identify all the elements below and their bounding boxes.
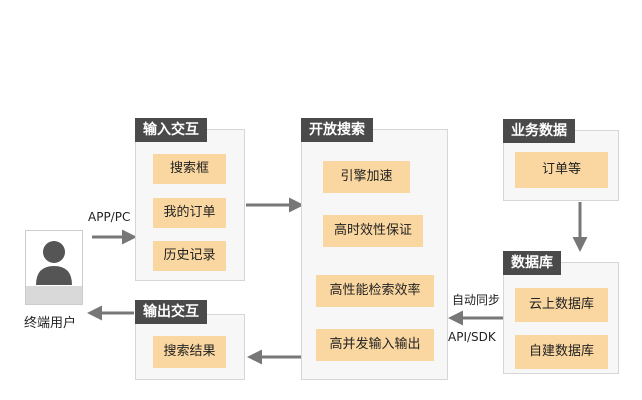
retrieval-efficiency-item: 高性能检索效率 [316,275,434,307]
input-interaction-group: 搜索框 我的订单 历史记录 [135,129,245,281]
orders-etc-item: 订单等 [515,152,608,188]
search-results-item: 搜索结果 [153,336,226,368]
search-group-title: 开放搜索 [301,118,373,142]
user-base [26,286,82,304]
auto-sync-label: 自动同步 [452,293,501,307]
search-box-item: 搜索框 [153,154,226,184]
api-sdk-label: API/SDK [448,330,496,344]
timeliness-item: 高时效性保证 [323,215,423,247]
high-concurrency-item: 高并发输入输出 [316,329,434,361]
engine-acceleration-item: 引擎加速 [323,161,410,193]
my-orders-item: 我的订单 [153,198,226,228]
business-group-title: 业务数据 [503,119,575,143]
end-user-label: 终端用户 [24,316,77,331]
self-built-database-item: 自建数据库 [515,335,608,369]
output-interaction-group: 搜索结果 [135,314,245,380]
database-group: 云上数据库 自建数据库 [503,262,619,374]
database-group-title: 数据库 [503,251,561,275]
open-search-group: 引擎加速 高时效性保证 高性能检索效率 高并发输入输出 [301,129,448,380]
cloud-database-item: 云上数据库 [515,288,608,322]
end-user [25,230,83,305]
app-pc-label: APP/PC [88,210,131,224]
history-item: 历史记录 [153,241,226,271]
output-group-title: 输出交互 [135,300,207,324]
user-avatar-icon [36,241,72,285]
input-group-title: 输入交互 [135,118,207,142]
